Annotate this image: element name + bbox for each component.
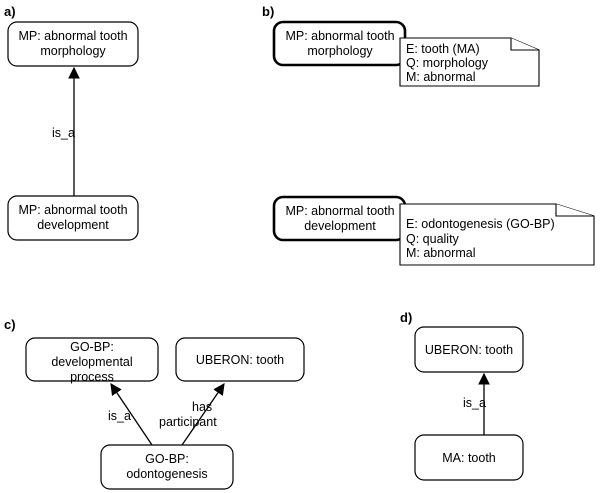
edge-label: is_a (52, 126, 75, 140)
edge-label: is_a (108, 409, 131, 423)
svg-text:M: abnormal: M: abnormal (406, 70, 475, 84)
svg-text:GO-BP:: GO-BP: (70, 340, 114, 354)
svg-text:M: abnormal: M: abnormal (406, 246, 475, 260)
svg-text:process: process (70, 370, 114, 384)
node-abnormal-tooth-morphology: MP: abnormal tooth morphology (7, 21, 139, 67)
svg-text:MP: abnormal tooth: MP: abnormal tooth (18, 203, 127, 217)
svg-text:developmental: developmental (51, 355, 132, 369)
panel-c: c) GO-BP: developmental process UBERON: … (4, 317, 305, 490)
node-abnormal-tooth-morphology: MP: abnormal tooth morphology (272, 20, 407, 67)
node-developmental-process: GO-BP: developmental process (25, 337, 159, 384)
panel-a: a) MP: abnormal tooth morphology MP: abn… (4, 4, 139, 241)
svg-text:development: development (37, 218, 109, 232)
svg-text:E: odontogenesis (GO-BP): E: odontogenesis (GO-BP) (406, 217, 555, 231)
svg-text:morphology: morphology (40, 44, 106, 58)
node-odontogenesis: GO-BP: odontogenesis (100, 444, 234, 490)
panel-label: d) (400, 310, 412, 325)
svg-text:UBERON: tooth: UBERON: tooth (196, 353, 284, 367)
panel-d: d) UBERON: tooth MA: tooth is_a (400, 310, 524, 481)
edge-label: participant (159, 415, 217, 429)
panel-label: c) (4, 317, 16, 332)
edge-label: has (192, 400, 212, 414)
node-uberon-tooth: UBERON: tooth (414, 326, 524, 373)
eqm-note-morphology: E: tooth (MA) Q: morphology M: abnormal (399, 37, 540, 87)
svg-text:Q: quality: Q: quality (406, 232, 460, 246)
node-abnormal-tooth-development: MP: abnormal tooth development (272, 195, 407, 242)
has-participant-edge (181, 383, 225, 446)
svg-text:MP: abnormal tooth: MP: abnormal tooth (285, 204, 394, 218)
svg-text:MA: tooth: MA: tooth (442, 451, 496, 465)
panel-b: b) MP: abnormal tooth morphology E: toot… (262, 4, 595, 266)
node-abnormal-tooth-development: MP: abnormal tooth development (7, 195, 139, 241)
node-uberon-tooth: UBERON: tooth (175, 337, 305, 382)
svg-text:MP: abnormal tooth: MP: abnormal tooth (285, 29, 394, 43)
node-ma-tooth: MA: tooth (414, 434, 524, 481)
svg-text:Q: morphology: Q: morphology (406, 56, 489, 70)
svg-text:morphology: morphology (307, 44, 373, 58)
svg-text:odontogenesis: odontogenesis (126, 467, 207, 481)
svg-text:UBERON: tooth: UBERON: tooth (425, 343, 513, 357)
svg-text:GO-BP:: GO-BP: (145, 452, 189, 466)
panel-label: a) (4, 4, 16, 19)
is-a-edge (110, 383, 153, 446)
svg-text:development: development (304, 219, 376, 233)
svg-text:MP: abnormal tooth: MP: abnormal tooth (18, 29, 127, 43)
svg-text:E: tooth (MA): E: tooth (MA) (406, 42, 480, 56)
panel-label: b) (262, 4, 274, 19)
edge-label: is_a (463, 396, 486, 410)
eqm-note-development: E: odontogenesis (GO-BP) Q: quality M: a… (399, 203, 595, 266)
